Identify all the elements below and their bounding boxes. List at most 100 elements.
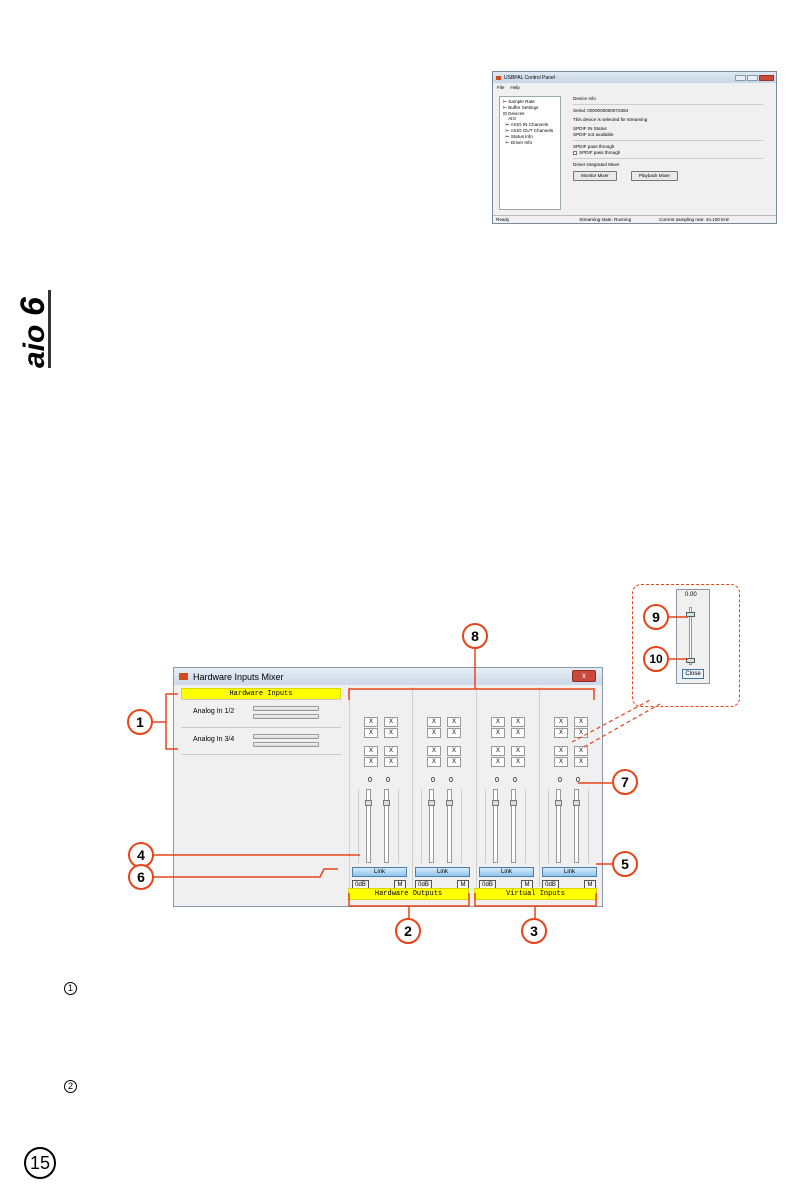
- footnote-marker-2: 2: [64, 1080, 77, 1093]
- spdif-in-value: SPDIF not available: [573, 132, 614, 137]
- serial-text: Serial: 0000000000070384: [573, 108, 629, 113]
- matrix-toggle[interactable]: X: [447, 728, 461, 738]
- fader-handle-left[interactable]: [428, 800, 435, 806]
- cp-tree-view: ⊢ Sample Rate ⊢ Buffer Settings ⊟ Device…: [499, 96, 561, 210]
- callout-2: 2: [395, 918, 421, 944]
- mixer-strip: XXXXXXXX00Link0dBMVirtual In 3/4: [539, 687, 602, 899]
- matrix-toggle[interactable]: X: [427, 746, 441, 756]
- mixer-strip: XXXXXXXX00Link0dBMVirtual In 1/2: [476, 687, 539, 899]
- link-button[interactable]: Link: [415, 867, 470, 877]
- matrix-toggle[interactable]: X: [427, 728, 441, 738]
- zoom-close-button[interactable]: Close: [682, 669, 704, 679]
- fader-zoom-window: 0.00 Close: [676, 589, 710, 684]
- level-value-right: 0: [576, 777, 580, 784]
- level-value-right: 0: [513, 777, 517, 784]
- level-value-right: 0: [449, 777, 453, 784]
- meter-line: [485, 789, 486, 863]
- link-button[interactable]: Link: [479, 867, 534, 877]
- tree-item-buffer-settings[interactable]: ⊢ Buffer Settings: [503, 104, 539, 110]
- tree-item-aio[interactable]: AIO: [508, 116, 517, 122]
- menu-file[interactable]: File: [497, 84, 505, 90]
- fader-track-right[interactable]: [447, 789, 452, 863]
- matrix-toggle[interactable]: X: [511, 757, 525, 767]
- matrix-toggle[interactable]: X: [364, 757, 378, 767]
- fader-handle-left[interactable]: [555, 800, 562, 806]
- fader-track-left[interactable]: [493, 789, 498, 863]
- matrix-toggle[interactable]: X: [554, 717, 568, 727]
- close-icon[interactable]: [759, 74, 774, 81]
- link-button[interactable]: Link: [542, 867, 597, 877]
- matrix-toggle[interactable]: X: [447, 717, 461, 727]
- matrix-toggle[interactable]: X: [574, 728, 588, 738]
- tree-item-devices[interactable]: ⊟ Devices: [503, 110, 525, 116]
- matrix-toggle[interactable]: X: [364, 746, 378, 756]
- device-info-heading: Device Info: [573, 96, 596, 101]
- matrix-toggle[interactable]: X: [447, 746, 461, 756]
- matrix-toggle[interactable]: X: [554, 746, 568, 756]
- matrix-toggle[interactable]: X: [384, 717, 398, 727]
- fader-handle-left[interactable]: [492, 800, 499, 806]
- fader-track-right[interactable]: [511, 789, 516, 863]
- fader-handle-right[interactable]: [383, 800, 390, 806]
- link-button[interactable]: Link: [352, 867, 407, 877]
- matrix-toggle[interactable]: X: [491, 717, 505, 727]
- meter-line: [398, 789, 399, 863]
- matrix-toggle[interactable]: X: [384, 757, 398, 767]
- fader-handle-left[interactable]: [365, 800, 372, 806]
- matrix-toggle[interactable]: X: [364, 728, 378, 738]
- matrix-toggle[interactable]: X: [574, 746, 588, 756]
- tree-item-asio-in[interactable]: ⊢ ASIO IN Channels: [503, 122, 549, 128]
- spdif-pass-label: SPDIF pass through: [579, 150, 621, 155]
- tree-item-driver-info[interactable]: ⊢ Driver Info: [503, 139, 533, 145]
- svg-text:aio: aio: [18, 325, 51, 368]
- page-number: 15: [24, 1147, 56, 1179]
- spdif-pass-checkbox[interactable]: [573, 150, 577, 155]
- svg-text:6: 6: [14, 296, 52, 316]
- control-panel-screenshot: USBPAL Control Panel File Help ⊢ Sample …: [492, 71, 777, 224]
- close-button[interactable]: x: [572, 670, 596, 682]
- matrix-toggle[interactable]: X: [574, 717, 588, 727]
- matrix-toggle[interactable]: X: [427, 757, 441, 767]
- zoom-inset-frame: [632, 584, 740, 707]
- maximize-icon[interactable]: [747, 74, 758, 81]
- fader-track-left[interactable]: [429, 789, 434, 863]
- matrix-toggle[interactable]: X: [384, 728, 398, 738]
- fader-handle-right[interactable]: [510, 800, 517, 806]
- matrix-toggle[interactable]: X: [574, 757, 588, 767]
- callout-9: 9: [643, 604, 669, 630]
- zoom-fader-upper-handle[interactable]: [686, 612, 695, 617]
- callout-5: 5: [612, 851, 638, 877]
- fader-handle-right[interactable]: [446, 800, 453, 806]
- matrix-toggle[interactable]: X: [511, 728, 525, 738]
- app-icon: [496, 75, 501, 80]
- zoom-fader-lower-handle[interactable]: [686, 658, 695, 663]
- fader-track-right[interactable]: [384, 789, 389, 863]
- fader-track-left[interactable]: [556, 789, 561, 863]
- tree-item-sample-rate[interactable]: ⊢ Sample Rate: [503, 99, 535, 104]
- menu-help[interactable]: Help: [510, 84, 520, 90]
- matrix-toggle[interactable]: X: [511, 717, 525, 727]
- tree-item-asio-out[interactable]: ⊢ ASIO OUT Channels: [503, 127, 554, 133]
- matrix-toggle[interactable]: X: [364, 717, 378, 727]
- fader-value: 0.00: [685, 592, 697, 598]
- matrix-toggle[interactable]: X: [491, 746, 505, 756]
- fader-track-left[interactable]: [366, 789, 371, 863]
- monitor-mixer-button[interactable]: Monitor Mixer: [573, 171, 617, 181]
- zoom-fader-track[interactable]: [689, 607, 692, 665]
- callout-3: 3: [521, 918, 547, 944]
- level-value-left: 0: [368, 777, 372, 784]
- matrix-toggle[interactable]: X: [447, 757, 461, 767]
- tree-item-status-info[interactable]: ⊢ Status Info: [503, 133, 533, 139]
- input-meter: [253, 742, 319, 747]
- minimize-icon[interactable]: [735, 74, 746, 81]
- fader-handle-right[interactable]: [573, 800, 580, 806]
- matrix-toggle[interactable]: X: [511, 746, 525, 756]
- matrix-toggle[interactable]: X: [384, 746, 398, 756]
- matrix-toggle[interactable]: X: [491, 757, 505, 767]
- matrix-toggle[interactable]: X: [554, 728, 568, 738]
- matrix-toggle[interactable]: X: [491, 728, 505, 738]
- matrix-toggle[interactable]: X: [427, 717, 441, 727]
- matrix-toggle[interactable]: X: [554, 757, 568, 767]
- fader-track-right[interactable]: [574, 789, 579, 863]
- playback-mixer-button[interactable]: Playback Mixer: [630, 171, 678, 181]
